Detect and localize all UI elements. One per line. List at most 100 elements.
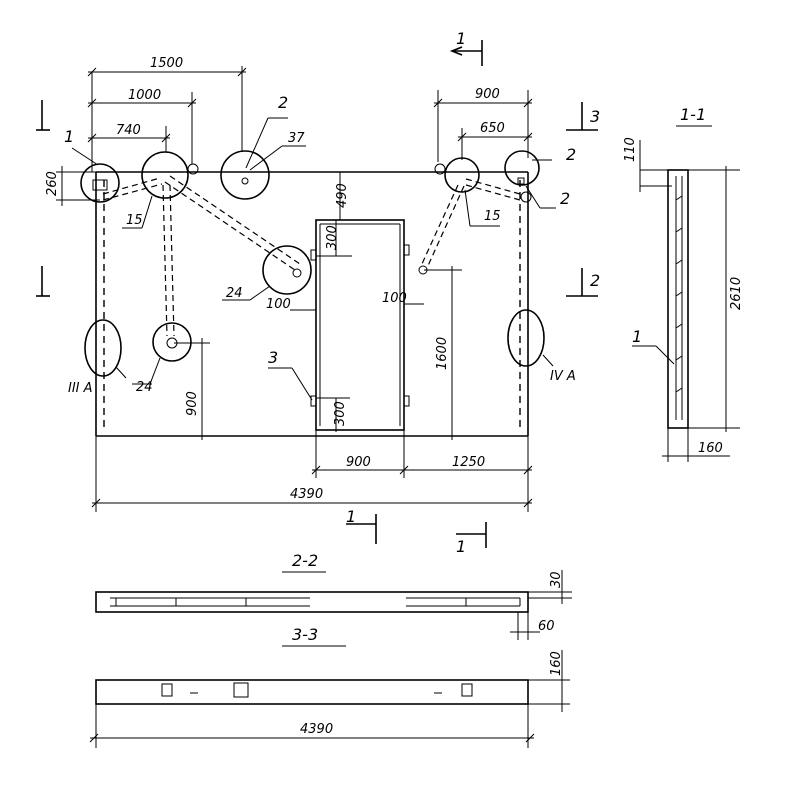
dim-900-left: 900 xyxy=(185,391,200,416)
callout-37-leader xyxy=(249,145,283,171)
dim-1250: 1250 xyxy=(452,455,485,470)
dim-4390-s33: 4390 xyxy=(300,722,333,737)
dim-300-top: 300 xyxy=(325,225,340,250)
dim-490: 490 xyxy=(335,183,350,208)
loop-circle-24-lower xyxy=(152,322,192,362)
section-3-right-label: 3 xyxy=(590,107,600,126)
embedded-part-3a xyxy=(310,249,317,261)
section-2-2: 2-2 30 60 xyxy=(95,551,572,640)
section-2-2-ties xyxy=(115,598,521,606)
rebar-dash-1a xyxy=(102,177,161,195)
dim-ticks-right xyxy=(433,98,533,142)
section-2-2-title: 2-2 xyxy=(292,551,318,570)
loop-24-upper-center xyxy=(292,268,302,278)
callout-1: 1 xyxy=(64,127,74,146)
embedded-part-3c xyxy=(310,395,317,407)
callout-15-right: 15 xyxy=(484,209,501,224)
dim-100-left: 100 xyxy=(266,297,291,312)
rebar-dash-3a xyxy=(162,184,168,337)
callout-2-right-b-leader xyxy=(525,185,541,209)
callout-24-lower: 24 xyxy=(136,380,153,395)
embedded-part-3b xyxy=(403,244,410,256)
section-1-bottom-right-label: 1 xyxy=(456,537,466,556)
callout-37: 37 xyxy=(288,131,305,146)
rebar-dash-4b xyxy=(426,185,465,269)
section-2-2-outline xyxy=(95,591,529,613)
loop-circle-2-right xyxy=(504,150,540,186)
callout-24-lower-leader xyxy=(149,357,161,385)
dim-900-bottom: 900 xyxy=(346,455,371,470)
callout-24-upper: 24 xyxy=(226,286,243,301)
section-1-1-callout-leader xyxy=(655,345,675,365)
loop-circle-15-right xyxy=(444,157,480,193)
section-2-right-label: 2 xyxy=(590,271,600,290)
loop-37-center xyxy=(241,177,249,185)
dim-900-top: 900 xyxy=(475,87,500,102)
view-III-label: III A xyxy=(68,381,93,396)
corner-bracket-right xyxy=(517,177,525,185)
callout-1-leader xyxy=(71,147,99,166)
callout-2-right-a: 2 xyxy=(566,145,576,164)
small-circle-left xyxy=(187,163,199,175)
callout-15-right-leader xyxy=(464,189,471,227)
dim-ticks-left xyxy=(87,67,247,143)
section-3-3-embed-right xyxy=(461,683,473,697)
rebar-dash-3b xyxy=(169,184,175,337)
dim-4390: 4390 xyxy=(290,487,323,502)
dim-1600: 1600 xyxy=(435,337,450,370)
dim-160-s11: 160 xyxy=(698,441,723,456)
section-1-1: 1-1 110 2610 160 1 xyxy=(623,105,744,462)
loop-circle-15-left xyxy=(141,151,189,199)
callout-3-leader xyxy=(291,367,313,401)
callout-15-left-leader xyxy=(141,195,153,229)
dim-260: 260 xyxy=(45,171,60,196)
door-opening xyxy=(315,219,405,431)
dim-650: 650 xyxy=(480,121,505,136)
callout-3: 3 xyxy=(268,348,278,367)
dim-740: 740 xyxy=(116,123,141,138)
dim-ticks-4390 xyxy=(91,498,533,508)
dim-30: 30 xyxy=(549,571,564,588)
callout-15-left: 15 xyxy=(126,213,143,228)
callout-2-top: 2 xyxy=(278,93,288,112)
section-3-3-dim-ticks xyxy=(89,733,535,743)
dim-ticks-bottom xyxy=(311,465,533,475)
callout-24-upper-leader xyxy=(249,285,271,301)
section-1-1-callout: 1 xyxy=(632,327,642,346)
loop-circle-24-upper xyxy=(262,245,312,295)
loop-circle-1 xyxy=(80,163,120,203)
dim-300-bottom: 300 xyxy=(333,401,348,426)
rebar-dash-2b xyxy=(169,175,301,265)
view-IV-leader xyxy=(542,354,554,367)
dim-60: 60 xyxy=(538,619,555,634)
section-3-3-embed-center xyxy=(233,682,249,698)
rebar-dash-4a xyxy=(420,184,459,267)
section-3-3-embed-left xyxy=(161,683,173,697)
section-1-1-outline xyxy=(667,169,689,429)
small-circle-right xyxy=(434,163,446,175)
small-circle-right-lower xyxy=(520,191,532,203)
section-1-1-ties xyxy=(675,195,683,393)
callout-2-right-b: 2 xyxy=(560,189,570,208)
dim-160-s33: 160 xyxy=(549,651,564,676)
section-1-top-arrowhead xyxy=(449,46,463,56)
panel-plan: III A IV A 1500 1000 740 900 650 260 xyxy=(36,29,600,556)
callout-2-leader xyxy=(245,117,269,169)
section-3-3: 3-3 160 4390 xyxy=(89,625,570,748)
corner-bracket xyxy=(92,179,108,191)
loop-circle-37 xyxy=(220,150,270,200)
view-IV-label: IV A xyxy=(550,369,576,384)
embedded-part-3d xyxy=(403,395,410,407)
section-1-1-title: 1-1 xyxy=(680,105,706,124)
rebar-dash-2a xyxy=(164,181,296,271)
dim-100-right: 100 xyxy=(382,291,407,306)
dim-110: 110 xyxy=(623,137,638,162)
dim-1000: 1000 xyxy=(128,88,161,103)
section-1-bottom-left-label: 1 xyxy=(346,507,356,526)
rebar-dash-1b xyxy=(102,183,163,201)
view-oval-IV xyxy=(507,309,545,367)
dim-2610: 2610 xyxy=(729,277,744,310)
view-oval-III xyxy=(84,319,122,377)
